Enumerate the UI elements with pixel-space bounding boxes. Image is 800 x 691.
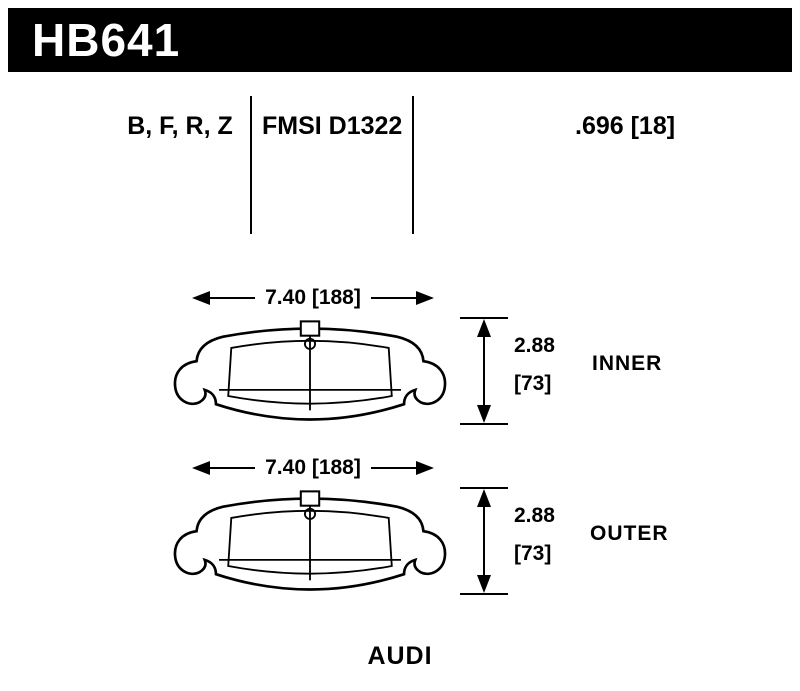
brake-pad-drawing-outer (173, 490, 447, 591)
height-dimension-mm-inner: [73] (514, 372, 552, 395)
fmsi-number: FMSI D1322 (262, 112, 403, 140)
brake-pad-drawing-inner (173, 320, 447, 421)
spec-divider-2 (412, 96, 414, 234)
vehicle-label: AUDI (367, 642, 433, 670)
spec-divider-1 (250, 96, 252, 234)
height-dimension-arrows-inner (460, 317, 508, 425)
height-dimension-inches-outer: 2.88 (514, 504, 555, 527)
outer-pad-label: OUTER (590, 522, 669, 545)
width-dimension-label-outer: 7.40 [188] (190, 455, 436, 481)
header-bar: HB641 (8, 8, 792, 72)
height-dimension-arrows-outer (460, 487, 508, 595)
compound-codes: B, F, R, Z (127, 112, 233, 140)
pad-thickness: .696 [18] (575, 112, 676, 140)
part-number: HB641 (32, 14, 181, 66)
width-dimension-label-inner: 7.40 [188] (190, 285, 436, 311)
height-dimension-inches-inner: 2.88 (514, 334, 555, 357)
inner-pad-label: INNER (592, 352, 663, 375)
height-dimension-mm-outer: [73] (514, 542, 552, 565)
